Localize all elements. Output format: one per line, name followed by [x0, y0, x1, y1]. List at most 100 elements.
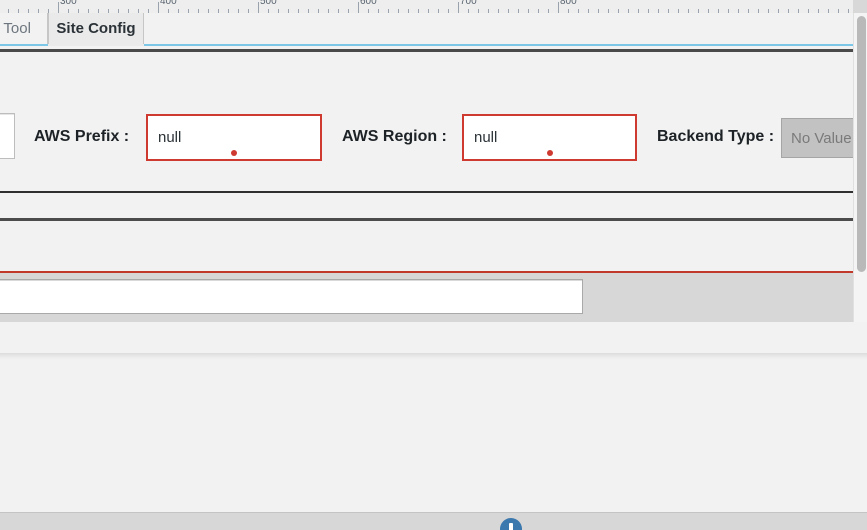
ruler-minor-tick: [278, 9, 279, 13]
ruler-minor-tick: [468, 9, 469, 13]
footer-band: [0, 512, 867, 530]
ruler-minor-tick: [688, 9, 689, 13]
vertical-scrollbar-thumb[interactable]: [857, 16, 866, 272]
ruler-minor-tick: [528, 9, 529, 13]
ruler-minor-tick: [288, 9, 289, 13]
error-rule: [0, 271, 853, 273]
ruler-minor-tick: [168, 9, 169, 13]
aws-prefix-value: null: [158, 129, 182, 146]
ruler-minor-tick: [628, 9, 629, 13]
aws-region-label: AWS Region :: [342, 128, 447, 145]
ruler-minor-tick: [228, 9, 229, 13]
ruler-major-tick: [358, 2, 359, 13]
empty-content-panel: [0, 360, 867, 512]
site-config-form: [0, 52, 853, 191]
ruler-major-tick: [458, 2, 459, 13]
ruler-minor-tick: [718, 9, 719, 13]
ruler-minor-tick: [398, 9, 399, 13]
ruler-minor-tick: [178, 9, 179, 13]
ruler-minor-tick: [588, 9, 589, 13]
ruler-minor-tick: [788, 9, 789, 13]
ruler-minor-tick: [328, 9, 329, 13]
vertical-scrollbar-track[interactable]: [853, 13, 867, 322]
panel-shadow: [0, 353, 867, 360]
tab-query-tool[interactable]: y Tool: [0, 13, 48, 44]
ruler-label: 300: [60, 0, 77, 7]
middle-band: [0, 193, 853, 218]
ruler-major-tick: [258, 2, 259, 13]
ruler-minor-tick: [848, 9, 849, 13]
clipped-left-text-input[interactable]: [0, 113, 15, 159]
ruler-corner: [853, 0, 867, 13]
tab-underline-gap: [48, 44, 144, 46]
info-circle-icon[interactable]: [500, 518, 522, 530]
section-divider-top: [0, 191, 853, 193]
ruler-minor-tick: [368, 9, 369, 13]
ruler-minor-tick: [698, 9, 699, 13]
lower-strip: [0, 322, 867, 354]
ruler-minor-tick: [98, 9, 99, 13]
ruler-label: 800: [560, 0, 577, 7]
tab-strip: y Tool Site Config: [0, 13, 853, 45]
ruler-minor-tick: [508, 9, 509, 13]
ruler-minor-tick: [408, 9, 409, 13]
ruler-minor-tick: [728, 9, 729, 13]
aws-region-error-dot: [547, 150, 553, 156]
ruler-minor-tick: [738, 9, 739, 13]
ruler-minor-tick: [758, 9, 759, 13]
ruler-minor-tick: [818, 9, 819, 13]
ruler-major-tick: [58, 2, 59, 13]
ruler-minor-tick: [768, 9, 769, 13]
ruler-minor-tick: [298, 9, 299, 13]
ruler-minor-tick: [638, 9, 639, 13]
tab-underline: [0, 44, 853, 46]
ruler-minor-tick: [378, 9, 379, 13]
ruler-minor-tick: [778, 9, 779, 13]
ruler-minor-tick: [148, 9, 149, 13]
ruler-minor-tick: [48, 9, 49, 13]
ruler-minor-tick: [488, 9, 489, 13]
ruler-minor-tick: [208, 9, 209, 13]
backend-type-label: Backend Type :: [657, 128, 775, 145]
ruler-minor-tick: [578, 9, 579, 13]
ruler-minor-tick: [568, 9, 569, 13]
aws-region-input[interactable]: null: [462, 114, 637, 161]
ruler-minor-tick: [268, 9, 269, 13]
ruler-label: 600: [360, 0, 377, 7]
ruler-minor-tick: [428, 9, 429, 13]
ruler-minor-tick: [798, 9, 799, 13]
tab-site-config[interactable]: Site Config: [48, 13, 144, 44]
ruler-minor-tick: [38, 9, 39, 13]
aws-prefix-label: AWS Prefix :: [34, 128, 130, 145]
ruler-minor-tick: [218, 9, 219, 13]
backend-type-value: No Value: [791, 129, 852, 147]
aws-prefix-error-dot: [231, 150, 237, 156]
ruler-minor-tick: [668, 9, 669, 13]
backend-type-dropdown[interactable]: No Value: [781, 118, 867, 158]
ruler-minor-tick: [808, 9, 809, 13]
ruler-minor-tick: [448, 9, 449, 13]
ruler-minor-tick: [68, 9, 69, 13]
search-input[interactable]: [0, 279, 583, 314]
ruler-minor-tick: [78, 9, 79, 13]
ruler-minor-tick: [128, 9, 129, 13]
ruler-minor-tick: [18, 9, 19, 13]
ruler-minor-tick: [238, 9, 239, 13]
tab-bottom-border: [0, 49, 853, 52]
ruler-minor-tick: [8, 9, 9, 13]
ruler-minor-tick: [708, 9, 709, 13]
tab-site-config-label: Site Config: [56, 20, 136, 37]
body-band: [0, 221, 853, 271]
ruler-minor-tick: [338, 9, 339, 13]
aws-prefix-input[interactable]: null: [146, 114, 322, 161]
ruler-minor-tick: [608, 9, 609, 13]
section-divider-bottom: [0, 218, 853, 221]
ruler-minor-tick: [478, 9, 479, 13]
ruler-major-tick: [158, 2, 159, 13]
ruler-minor-tick: [188, 9, 189, 13]
ruler-minor-tick: [418, 9, 419, 13]
ruler-minor-tick: [348, 9, 349, 13]
ruler-label: 400: [160, 0, 177, 7]
ruler-minor-tick: [548, 9, 549, 13]
